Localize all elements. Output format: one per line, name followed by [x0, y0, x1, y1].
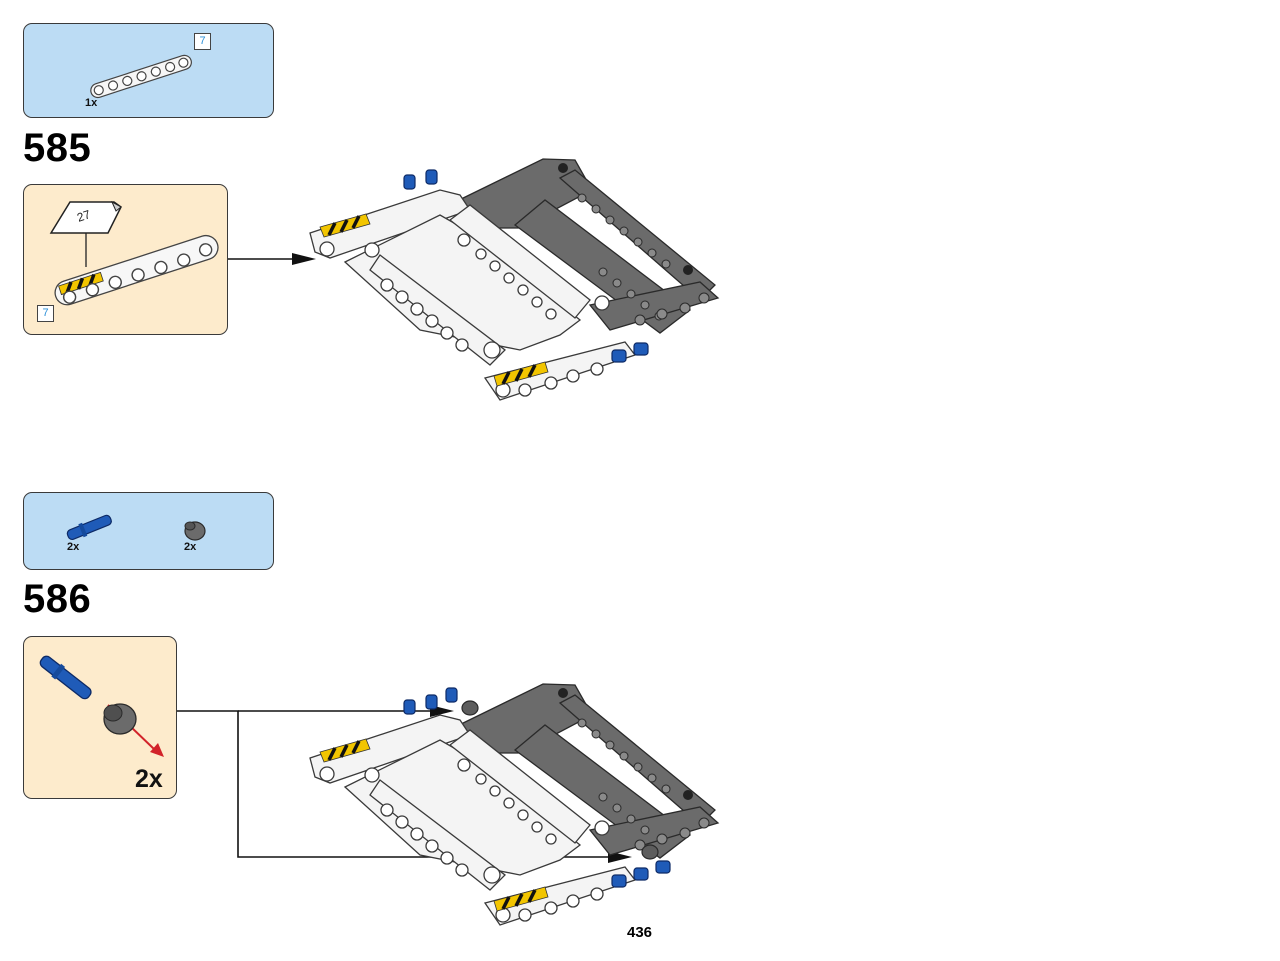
parts-list-585: 1x 7	[23, 23, 274, 118]
parts-list-586: 2x 2x	[23, 492, 274, 570]
subassembly-qty: 2x	[135, 765, 163, 793]
subassembly-callout-586: 2x	[23, 636, 177, 799]
dark-gray-bush-part-icon	[184, 521, 206, 541]
blue-axle-pin-part-icon	[66, 514, 112, 541]
pin-and-bush-illustration	[39, 655, 164, 757]
step-number-586: 586	[23, 577, 92, 621]
dark-gray-bush-qty: 2x	[184, 541, 197, 553]
step-number-585: 585	[23, 126, 92, 170]
blue-axle-pin-qty: 2x	[67, 541, 80, 553]
page-number: 436	[627, 924, 653, 941]
sticker-beam-illustration	[49, 200, 219, 306]
beam-7-qty: 1x	[85, 97, 98, 109]
beam-7-part-icon	[90, 54, 192, 99]
beam-length-tag: 7	[37, 305, 54, 322]
subassembly-callout-585: 27 7	[23, 184, 228, 335]
beam-length-tag: 7	[194, 33, 211, 50]
